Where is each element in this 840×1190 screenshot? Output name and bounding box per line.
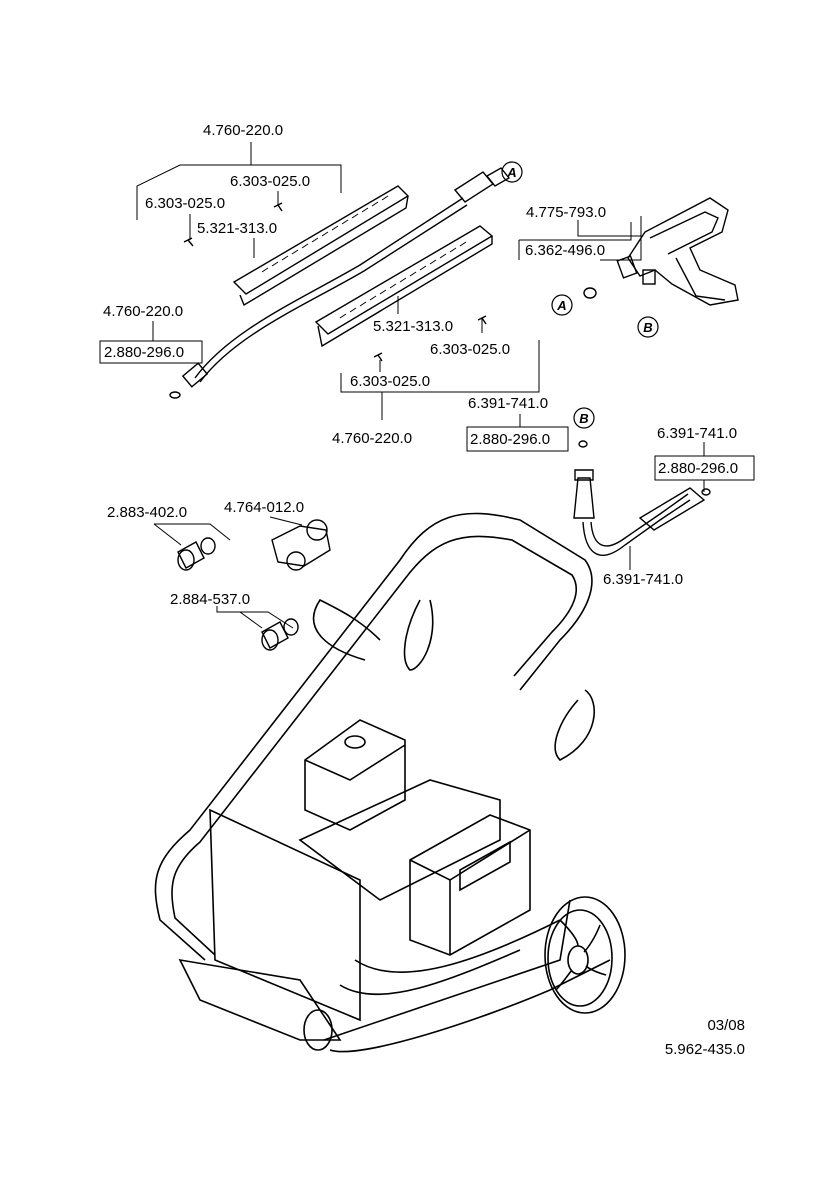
part-label-gun-oring: 6.362-496.0 [525,242,606,259]
part-label-hose-top: 6.391-741.0 [468,395,549,412]
part-label-coupling2: 2.884-537.0 [170,591,251,608]
part-label-screw-d: 6.303-025.0 [350,373,431,390]
hose-assembly [573,440,711,556]
leader-lance-top [136,142,252,220]
leader-lance-bottom [340,340,540,393]
part-label-screw-a: 6.303-025.0 [230,173,311,190]
side-panel [209,808,361,1022]
valve-body [271,525,331,567]
part-label-oring-left: 2.880-296.0 [104,344,185,361]
marker-b-gun [637,316,659,338]
part-label-grip-right: 5.321-313.0 [373,318,454,335]
part-label-screw-b: 6.303-025.0 [145,195,226,212]
part-label-lance-left: 4.760-220.0 [103,303,184,320]
part-label-lance-bottom: 4.760-220.0 [332,430,413,447]
motor-box [304,719,406,831]
marker-a-gun [551,294,573,316]
part-label-coupling: 2.883-402.0 [107,504,188,521]
marker-a-top-text: A [506,165,516,180]
marker-a-gun-text: A [556,298,566,313]
footer-doc-number: 5.962-435.0 [664,1041,745,1058]
marker-b-gun-text: B [643,320,652,335]
lance-tube [194,197,464,379]
part-label-lance-top: 4.760-220.0 [203,122,284,139]
pressure-washer-unit [154,512,611,1053]
marker-b-hose [573,407,595,429]
grip-half-upper [232,185,410,295]
couplings [177,519,331,651]
spray-gun [583,197,739,306]
part-label-valve: 4.764-012.0 [224,499,305,516]
lance-assembly [169,167,511,399]
wheel [303,896,626,1051]
part-label-hose-right: 6.391-741.0 [657,425,738,442]
footer-date: 03/08 [707,1017,745,1034]
part-label-screw-c: 6.303-025.0 [430,341,511,358]
pump-box [409,814,531,956]
frame-handle [154,512,593,961]
part-label-oring-hose-right: 2.880-296.0 [658,460,739,477]
part-label-grip-left: 5.321-313.0 [197,220,278,237]
part-label-gun: 4.775-793.0 [526,204,607,221]
leader-oring-left [99,321,203,364]
part-label-oring-hose: 2.880-296.0 [470,431,551,448]
marker-a-top [501,161,523,183]
marker-b-hose-text: B [579,411,588,426]
part-label-hose-bottom: 6.391-741.0 [603,571,684,588]
motor [298,779,501,901]
